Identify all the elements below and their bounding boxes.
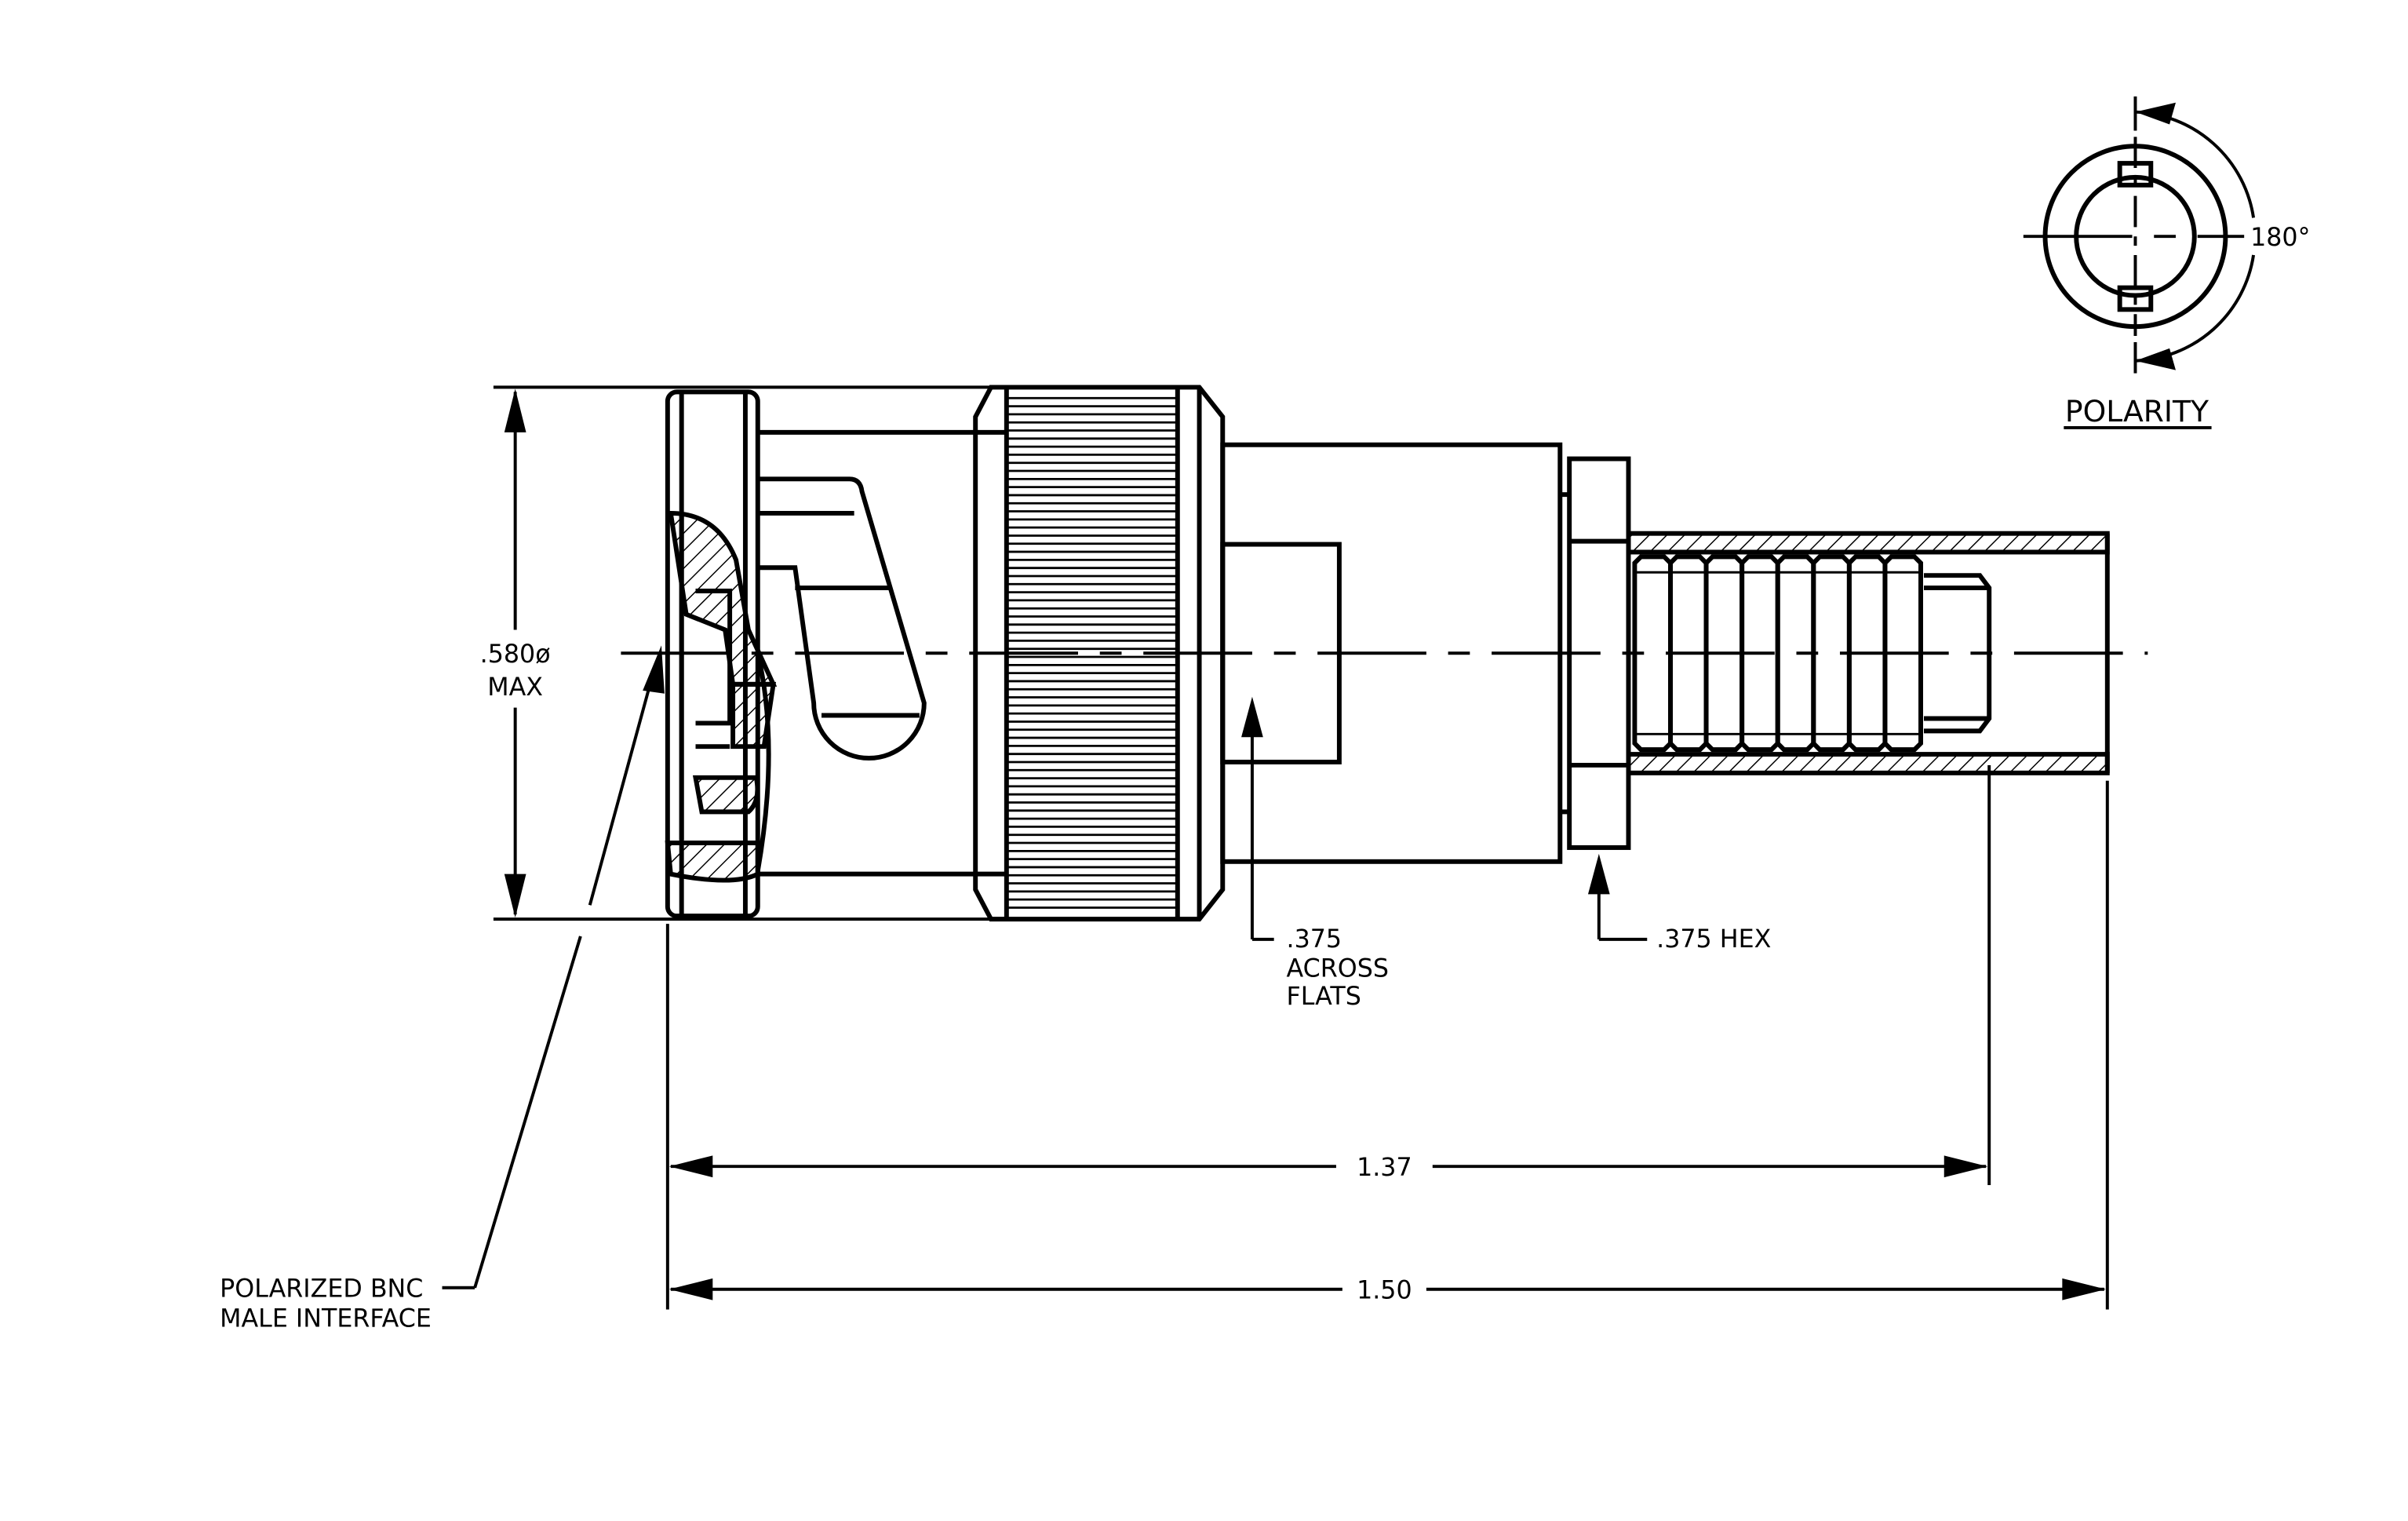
across-flats-callout: .375 ACROSS FLATS xyxy=(1241,696,1389,1011)
interface-label-2: MALE INTERFACE xyxy=(220,1304,432,1333)
interface-label-1: POLARIZED BNC xyxy=(220,1275,423,1304)
polarity-detail: 180° POLARITY xyxy=(2023,96,2310,429)
hex-callout: .375 HEX xyxy=(1587,853,1771,954)
sleeve-rib xyxy=(1882,554,1923,753)
bnc-interface-body xyxy=(665,389,1005,919)
across-flats-label-1: .375 xyxy=(1287,925,1342,954)
across-flats-label-2: ACROSS xyxy=(1287,954,1389,983)
rear-body xyxy=(1220,442,1570,864)
polarity-title: POLARITY xyxy=(2065,394,2209,429)
diameter-max-label: MAX xyxy=(487,673,543,702)
interface-leader: POLARIZED BNC MALE INTERFACE xyxy=(220,645,665,1333)
crimp-sleeve xyxy=(1626,531,2110,775)
hex-nut xyxy=(1567,456,1631,850)
polarity-angle-label: 180° xyxy=(2250,224,2310,252)
diameter-dimension: .580ø MAX xyxy=(480,385,997,921)
coupling-nut xyxy=(973,385,1226,922)
length-dimensions: 1.37 1.50 xyxy=(665,764,2109,1310)
diameter-label: .580ø xyxy=(480,640,551,669)
hex-label: .375 HEX xyxy=(1656,925,1771,954)
length-short-label: 1.37 xyxy=(1357,1154,1412,1182)
length-long-label: 1.50 xyxy=(1357,1277,1412,1305)
across-flats-label-3: FLATS xyxy=(1287,983,1361,1011)
